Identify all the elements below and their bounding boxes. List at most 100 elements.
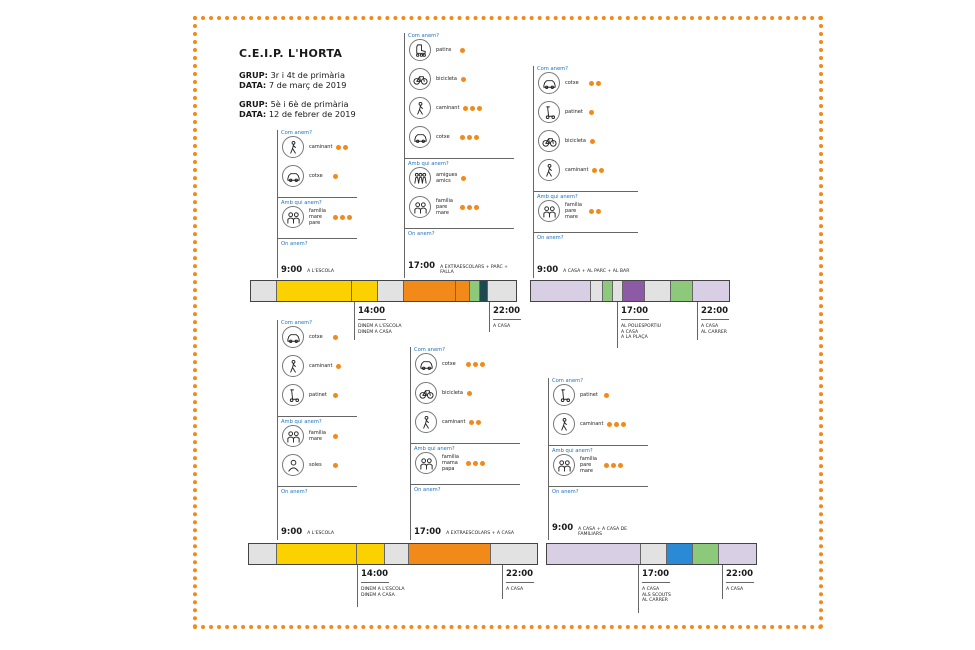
frequency-dot (460, 76, 466, 82)
frequency-dot (589, 109, 594, 115)
time-label: 14:00 (361, 569, 389, 579)
mode-item: cotxe (409, 126, 514, 148)
frequency-dots (460, 204, 479, 210)
mode-item: cotxe (415, 353, 520, 375)
mode-item: caminant (409, 97, 514, 119)
walker-icon (409, 97, 431, 119)
house-icon (249, 544, 277, 564)
time-label: 9:00 (537, 265, 559, 275)
mode-item: patinet (282, 384, 357, 406)
frequency-dot (596, 80, 601, 86)
mode-label: patins (436, 47, 452, 53)
mode-label: bicicleta (565, 138, 586, 144)
destination-label: A EXTRAESCOLARS + A CASA (446, 531, 515, 536)
family-icon (415, 452, 437, 474)
frequency-dot (469, 419, 475, 425)
frequency-dot (347, 214, 352, 220)
section-label: Amb qui anem? (414, 446, 455, 452)
frequency-dots (336, 363, 342, 369)
frequency-dots (589, 138, 595, 144)
mode-label: patinet (565, 109, 583, 115)
frequency-dot (592, 167, 598, 173)
section-label: Amb qui anem? (408, 161, 449, 167)
frequency-dot (618, 462, 623, 468)
mode-label: cotxe (309, 173, 323, 179)
park-icon (603, 281, 613, 301)
frequency-dots (460, 47, 465, 53)
mode-item: caminant (538, 159, 638, 181)
group-1-grup: GRUP: 3r i 4t de primària (239, 70, 345, 80)
festival-icon (480, 281, 488, 301)
frequency-dot (480, 361, 485, 367)
classroom-icon (357, 544, 385, 564)
activity-icon (404, 281, 456, 301)
walker-icon (282, 136, 304, 158)
mode-item: soles (282, 454, 357, 476)
frequency-dots (463, 105, 483, 111)
frequency-dot (333, 214, 338, 220)
mode-label: cotxe (442, 361, 456, 367)
frequency-dot (607, 421, 613, 427)
scooter-icon (282, 384, 304, 406)
tree-icon (456, 281, 470, 301)
mode-label: caminant (436, 105, 460, 111)
mode-item: cotxe (538, 72, 638, 94)
frequency-dots (466, 460, 485, 466)
activity-icon (409, 544, 491, 564)
frequency-dot (596, 208, 601, 214)
section-label: On anem? (552, 489, 579, 495)
mode-label: caminant (309, 144, 333, 150)
scooter-icon (553, 384, 575, 406)
frequency-dots (336, 144, 349, 150)
classroom-icon (352, 281, 378, 301)
walker-icon (282, 355, 304, 377)
frequency-dots (589, 109, 594, 115)
frequency-dot (604, 462, 609, 468)
frequency-dot (460, 47, 465, 53)
frequency-dots (469, 419, 482, 425)
time-label: 17:00 (621, 306, 649, 316)
mode-label: bicicleta (442, 390, 463, 396)
frequency-dots (604, 392, 609, 398)
destination-label: A EXTRAESCOLARS + PARC + FALLA (440, 265, 509, 275)
tree-icon (591, 281, 603, 301)
frequency-dot (343, 144, 349, 150)
group-1-data: DATA: 7 de març de 2019 (239, 80, 347, 90)
frequency-dots (604, 462, 623, 468)
frequency-dot (476, 419, 482, 425)
mode-item: patinet (538, 101, 638, 123)
bicycle-icon (415, 382, 437, 404)
timeline-bar-2 (530, 280, 730, 302)
time-label: 9:00 (281, 265, 303, 275)
mode-item: caminant (553, 413, 648, 435)
house-icon (645, 281, 671, 301)
mode-item: caminant (282, 355, 357, 377)
section-label: On anem? (414, 487, 441, 493)
car-icon (415, 353, 437, 375)
friends-icon (409, 167, 431, 189)
time-label: 14:00 (358, 306, 386, 316)
time-label: 22:00 (701, 306, 729, 316)
section-label: Amb qui anem? (281, 200, 322, 206)
section-label: On anem? (408, 231, 435, 237)
scouts-icon (667, 544, 693, 564)
frequency-dot (336, 144, 342, 150)
park-icon (470, 281, 480, 301)
mode-item: patinet (553, 384, 648, 406)
time-label: 17:00 (408, 261, 436, 271)
mode-item: bicicleta (409, 68, 514, 90)
time-label: 22:00 (493, 306, 521, 316)
mode-label: caminant (565, 167, 589, 173)
frequency-dot (340, 214, 345, 220)
dotted-frame (193, 16, 823, 629)
house-icon (491, 544, 537, 564)
